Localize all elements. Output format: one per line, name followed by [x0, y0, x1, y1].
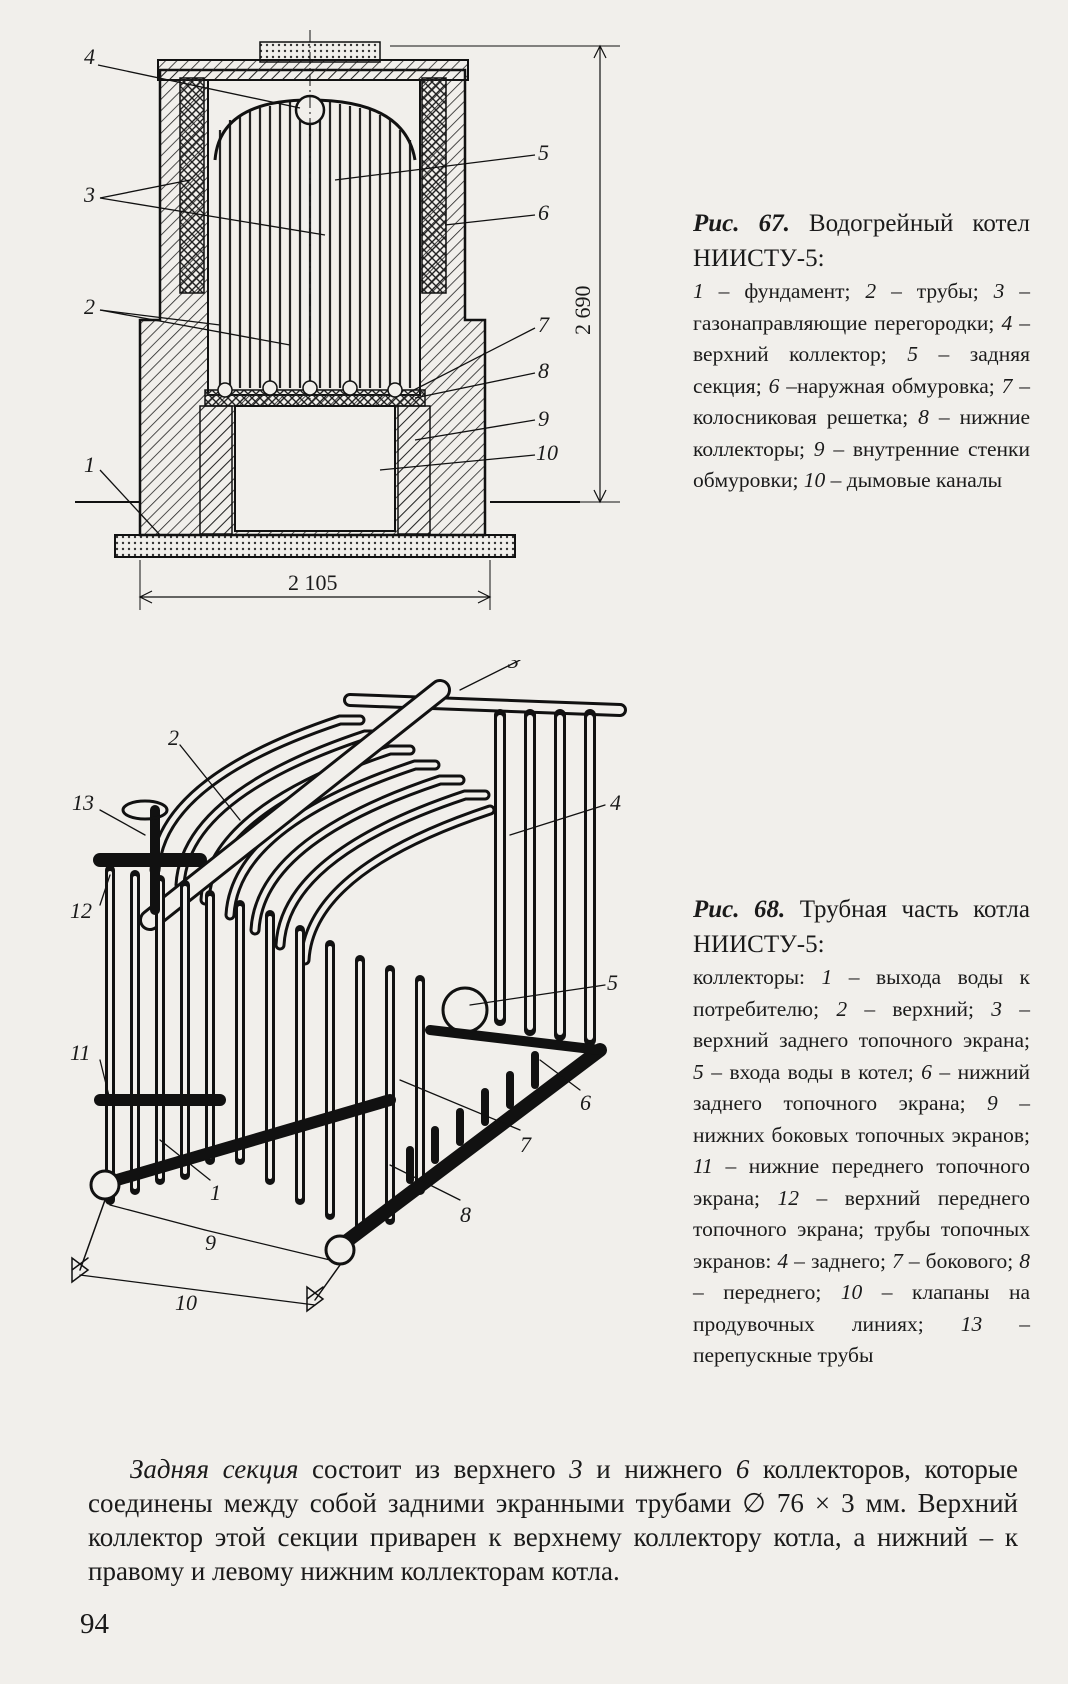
fig68-item-text: – перепускные трубы: [693, 1311, 1030, 1368]
fig67-item-num: 1: [693, 279, 704, 303]
fig68-item-text: – верхний;: [847, 996, 992, 1021]
fig67-label-5: 5: [538, 140, 549, 165]
fig68-item-text: – верхний заднего топочного экрана;: [693, 996, 1030, 1053]
fig67-label-8: 8: [538, 358, 549, 383]
dim-width-label: 2 105: [288, 570, 338, 595]
fig68-caption-lead2: трубы топочных экранов:: [693, 1217, 1030, 1273]
body-num-3: 3: [569, 1454, 583, 1484]
fig67-item-text: – трубы;: [876, 279, 994, 303]
fig67-item-num: 8: [918, 405, 929, 429]
fig68-item-text: – бокового;: [902, 1248, 1020, 1273]
body-text-3: коллекторов, которые соединены между соб…: [88, 1454, 1018, 1586]
fig68-item-num: 10: [840, 1280, 863, 1304]
body-text-2: и нижнего: [582, 1454, 736, 1484]
fig68-label-8: 8: [460, 1202, 471, 1227]
fig68-item-num: 13: [960, 1311, 983, 1336]
fig67-label-3: 3: [83, 182, 95, 207]
fig67-item-text: –наружная обмуровка;: [779, 373, 1002, 398]
fig68-item-num: 4: [777, 1248, 789, 1273]
fig68-item-num: 7: [892, 1248, 903, 1273]
fig67-label-10: 10: [536, 440, 558, 465]
fig67-label-1: 1: [84, 452, 95, 477]
fig68-item-text: – клапаны на продувочных линиях;: [693, 1280, 1031, 1336]
fig67-item-num: 6: [768, 373, 780, 398]
fig67-item-num: 4: [1001, 310, 1013, 335]
body-paragraph: Задняя секция состоит из верхнего 3 и ни…: [88, 1452, 1018, 1588]
fig68-item-text: – верхний переднего топочного экрана;: [693, 1185, 1030, 1242]
fig68-item-text: – выхода воды к потребителю;: [693, 965, 1031, 1021]
boiler-section-drawing: 2 690 2 105 4 3 2 1 5 6 7 8 9 10: [75, 30, 620, 610]
figure-67-caption: Рис. 67. Водогрейный котел НИИСТУ-5: 1 –…: [693, 206, 1030, 497]
figure-67-drawing: 2 690 2 105 4 3 2 1 5 6 7 8 9 10: [60, 30, 660, 650]
fig67-item-text: – верхний коллектор;: [693, 310, 1030, 367]
fig67-item-num: 3: [993, 279, 1005, 303]
page-number: 94: [80, 1608, 109, 1640]
fig67-label-9: 9: [538, 406, 549, 431]
fig68-item-num: 9: [987, 1091, 998, 1115]
fig68-item-text: – нижний заднего топочного экрана;: [693, 1059, 1031, 1116]
fig67-item-text: – дымовые каналы: [825, 468, 1003, 492]
fig68-label-7: 7: [520, 1132, 532, 1157]
fig68-item-text: – заднего;: [788, 1248, 893, 1273]
fig68-label-6: 6: [580, 1090, 591, 1115]
figure-68-caption: Рис. 68. Трубная часть котла НИИСТУ-5: к…: [693, 892, 1030, 1372]
fig68-label-2: 2: [168, 725, 179, 750]
fig68-label-10: 10: [175, 1290, 197, 1315]
fig68-item-num: 5: [693, 1059, 704, 1084]
figure-68-drawing: 2 3 4 5 6 7 8 1 9 10 11 12 13: [60, 660, 660, 1380]
dim-height-label: 2 690: [570, 286, 595, 336]
fig67-label-2: 2: [84, 294, 95, 319]
fig68-label-5: 5: [607, 970, 618, 995]
fig67-item-text: – газонаправляющие перегородки;: [693, 279, 1031, 335]
fig67-item-text: – внутренние стенки обмуровки;: [693, 436, 1030, 493]
fig68-label-12: 12: [70, 898, 92, 923]
fig68-label-3: 3: [507, 660, 519, 673]
fig68-item-num: 2: [836, 996, 848, 1021]
fig68-label-4: 4: [610, 790, 621, 815]
fig68-caption-prefix: Рис. 68.: [693, 896, 786, 923]
fig68-item-num: 1: [821, 965, 833, 989]
fig68-caption-title: Трубная часть котла НИИСТУ-5:: [693, 896, 1030, 958]
fig67-label-6: 6: [538, 200, 549, 225]
body-num-6: 6: [735, 1454, 750, 1484]
fig67-item-text: – фундамент;: [703, 279, 866, 303]
fig68-item-num: 3: [991, 996, 1002, 1021]
fig67-item-num: 2: [865, 279, 877, 303]
fig68-item-num: 12: [777, 1185, 800, 1210]
fig68-item-text: – нижние переднего топочного экрана;: [693, 1154, 1030, 1210]
fig67-label-7: 7: [538, 312, 550, 337]
fig68-item-num: 8: [1019, 1248, 1030, 1273]
fig68-label-13: 13: [72, 790, 94, 815]
fig68-label-1: 1: [210, 1180, 221, 1205]
fig68-item-text: – входа воды в котел;: [703, 1059, 922, 1084]
fig68-caption-lead: коллекторы:: [693, 965, 822, 989]
body-text-1: состоит из верхнего: [298, 1454, 570, 1484]
fig67-item-num: 7: [1001, 373, 1013, 398]
fig67-caption-prefix: Рис. 67.: [693, 210, 790, 237]
fig68-label-9: 9: [205, 1230, 216, 1255]
fig68-item-num: 11: [693, 1154, 713, 1178]
fig68-label-11: 11: [70, 1040, 90, 1065]
fig67-item-text: – задняя секция;: [693, 342, 1031, 398]
fig67-item-num: 10: [803, 468, 826, 492]
fig68-item-text: – нижних боковых топочных экранов;: [693, 1091, 1030, 1147]
boiler-tube-assembly-drawing: 2 3 4 5 6 7 8 1 9 10 11 12 13: [70, 660, 627, 1315]
fig67-item-text: – нижние коллекторы;: [693, 405, 1031, 461]
fig67-label-4: 4: [84, 44, 95, 69]
fig67-caption-title: Водогрейный котел НИИСТУ-5:: [693, 210, 1030, 272]
fig68-item-text: – переднего;: [693, 1280, 841, 1304]
body-term: Задняя секция: [130, 1454, 299, 1484]
fig67-item-num: 9: [813, 436, 825, 461]
fig67-item-num: 5: [907, 342, 918, 366]
fig67-item-text: – колосниковая решетка;: [693, 373, 1031, 430]
fig68-item-num: 6: [921, 1059, 932, 1084]
